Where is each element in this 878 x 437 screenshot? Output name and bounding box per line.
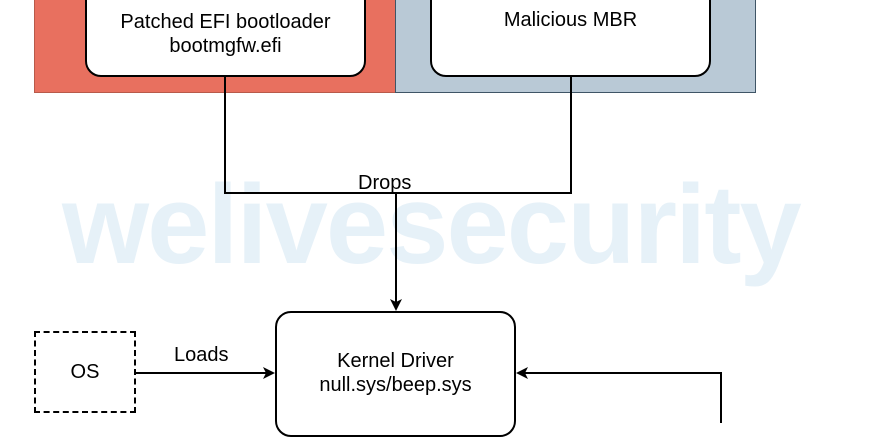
loads-label: Loads xyxy=(174,344,229,366)
kernel-driver-title: Kernel Driver xyxy=(337,350,454,372)
drops-connector xyxy=(224,76,572,194)
efi-bootloader-title: Patched EFI bootloader xyxy=(120,10,331,33)
kernel-driver-file: null.sys/beep.sys xyxy=(319,374,472,396)
right-incoming-arrow xyxy=(516,367,722,423)
connector-lines xyxy=(136,76,722,423)
malicious-mbr-node: Malicious MBR xyxy=(430,0,711,77)
efi-bootloader-node: Patched EFI bootloader bootmgfw.efi xyxy=(85,0,366,77)
malicious-mbr-label: Malicious MBR xyxy=(503,9,638,31)
drops-label: Drops xyxy=(358,172,412,194)
os-node: OS xyxy=(34,331,136,413)
efi-bootloader-file: bootmgfw.efi xyxy=(169,34,282,57)
welivesecurity-watermark: welivesecurity xyxy=(62,162,802,287)
os-label: OS xyxy=(70,360,100,383)
kernel-driver-node: Kernel Driver null.sys/beep.sys xyxy=(275,311,516,437)
